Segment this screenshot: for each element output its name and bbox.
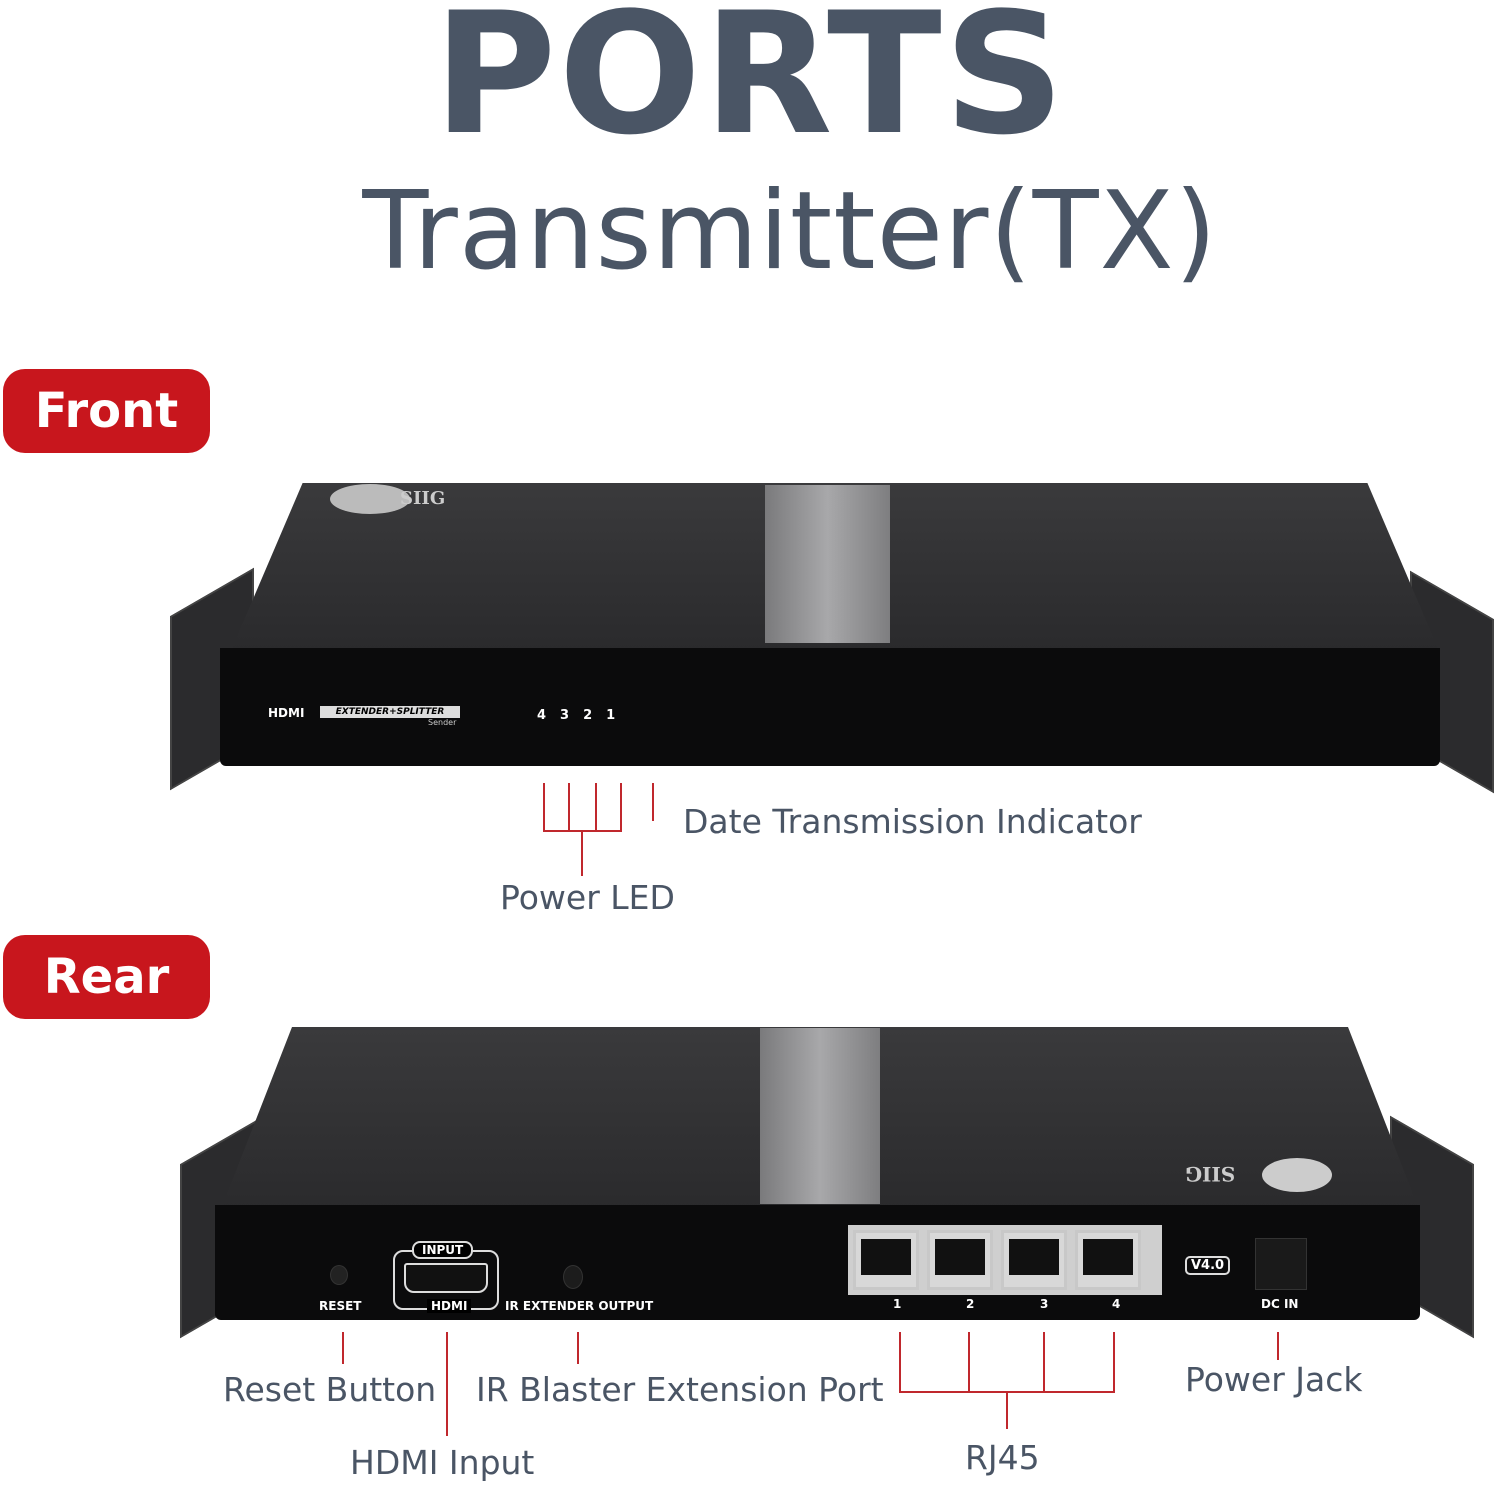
label-hdmi-input: HDMI Input [350, 1443, 535, 1482]
ir-text: IR EXTENDER OUTPUT [505, 1299, 654, 1313]
led-2: 2 [583, 708, 593, 723]
rj45-port[interactable] [1075, 1230, 1141, 1290]
reset-hole[interactable] [330, 1265, 348, 1285]
label-power-led: Power LED [500, 878, 675, 917]
callout-line [1006, 1391, 1008, 1429]
callout-line [968, 1332, 970, 1392]
rear-panel [215, 1205, 1420, 1320]
dc-text: DC IN [1261, 1297, 1299, 1311]
port-4-text: 4 [1112, 1297, 1121, 1311]
callout-line [1113, 1332, 1115, 1392]
rj45-port[interactable] [1001, 1230, 1067, 1290]
rj45-port[interactable] [853, 1230, 919, 1290]
callout-line [899, 1332, 901, 1392]
led-labels: 4 3 2 1 [537, 708, 615, 723]
page-title: PORTS [433, 0, 1067, 172]
led-4: 4 [537, 708, 547, 723]
label-power-jack: Power Jack [1185, 1360, 1363, 1399]
port-2-text: 2 [966, 1297, 975, 1311]
hdmi-text: HDMI [427, 1299, 472, 1313]
callout-line [1043, 1332, 1045, 1392]
label-ir-port: IR Blaster Extension Port [476, 1370, 884, 1409]
brand-text: SIIG [400, 488, 446, 509]
rj45-port[interactable] [927, 1230, 993, 1290]
label-reset-button: Reset Button [223, 1370, 437, 1409]
callout-line [543, 783, 545, 831]
port-3-text: 3 [1040, 1297, 1049, 1311]
input-text: INPUT [412, 1241, 474, 1259]
callout-line [652, 783, 654, 821]
callout-line [446, 1332, 448, 1436]
rear-badge: Rear [3, 935, 210, 1019]
center-label-band [765, 485, 890, 643]
port-1-text: 1 [893, 1297, 902, 1311]
panel-hdmi-text: HDMI [268, 706, 305, 720]
panel-arrow-label: EXTENDER+SPLITTER [320, 706, 460, 718]
label-rj45: RJ45 [965, 1438, 1040, 1477]
callout-line [1277, 1332, 1279, 1360]
brand-text: SIIG [1185, 1162, 1236, 1186]
page-subtitle: Transmitter(TX) [362, 169, 1218, 294]
rj45-ports [848, 1225, 1162, 1295]
reset-text: RESET [319, 1299, 362, 1313]
front-badge: Front [3, 369, 210, 453]
hdmi-port[interactable] [404, 1263, 488, 1293]
dc-jack[interactable] [1255, 1238, 1307, 1290]
label-data-indicator: Date Transmission Indicator [683, 802, 1142, 841]
callout-line [595, 783, 597, 831]
ir-jack[interactable] [563, 1265, 583, 1289]
led-3: 3 [560, 708, 570, 723]
brand-logo [330, 484, 410, 514]
callout-line [581, 830, 583, 876]
center-label-band [760, 1028, 880, 1204]
callout-line [342, 1332, 344, 1364]
callout-line [620, 783, 622, 831]
brand-logo [1262, 1158, 1332, 1192]
callout-line [577, 1332, 579, 1364]
callout-line [568, 783, 570, 831]
panel-sender-text: Sender [428, 718, 457, 727]
led-1: 1 [606, 708, 616, 723]
version-badge: V4.0 [1185, 1256, 1231, 1275]
